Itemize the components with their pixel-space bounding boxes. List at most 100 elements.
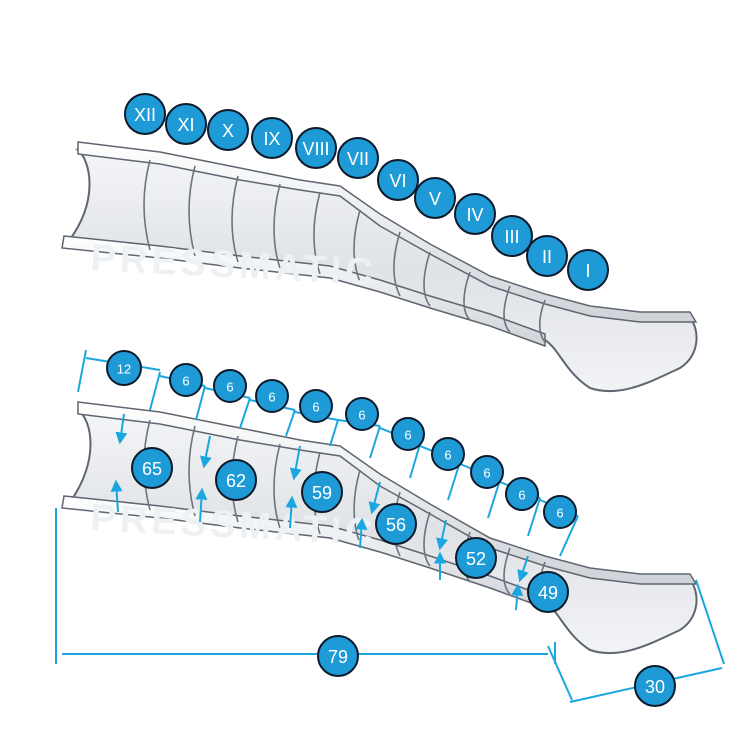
chamber-width-badge-7-circle bbox=[391, 417, 425, 451]
chamber-badge-v-circle bbox=[414, 177, 456, 219]
chamber-width-badge-11-circle bbox=[543, 495, 577, 529]
circumference-badge-1-circle bbox=[131, 447, 173, 489]
top-chamber-dividers bbox=[143, 159, 546, 343]
chamber-width-badge-3-label: 6 bbox=[226, 380, 233, 395]
foot-length-badge-label: 30 bbox=[645, 677, 665, 697]
total-length-badge-label: 79 bbox=[328, 647, 348, 667]
chamber-badge-ii-label: II bbox=[542, 247, 552, 267]
chamber-badge-iv-label: IV bbox=[466, 205, 483, 225]
top-garment-lower-rim bbox=[61, 235, 546, 348]
foot-length-badge-circle bbox=[634, 665, 676, 707]
chamber-badge-ix: IX bbox=[251, 117, 293, 159]
circumference-badge-1: 65 bbox=[131, 447, 173, 489]
chamber-badge-xi-label: XI bbox=[177, 115, 194, 135]
chamber-badge-i: I bbox=[567, 249, 609, 291]
chamber-badge-v-label: V bbox=[429, 189, 441, 209]
chamber-width-badge-9-circle bbox=[470, 455, 504, 489]
chamber-badge-iii-label: III bbox=[504, 227, 519, 247]
chamber-badge-xii-label: XII bbox=[134, 105, 156, 125]
chamber-width-badge-6-label: 6 bbox=[358, 408, 365, 423]
chamber-badge-vii-label: VII bbox=[347, 149, 369, 169]
pressure-flow-arrows bbox=[110, 413, 529, 611]
chamber-width-badge-3-circle bbox=[213, 369, 247, 403]
chamber-width-badge-5-circle bbox=[299, 389, 333, 423]
circumference-badge-2-circle bbox=[215, 459, 257, 501]
chamber-badge-viii-label: VIII bbox=[302, 139, 329, 159]
chamber-badge-iii: III bbox=[491, 215, 533, 257]
chamber-badge-x-circle bbox=[207, 109, 249, 151]
foot-length-badge: 30 bbox=[634, 665, 676, 707]
chamber-width-badge-10-circle bbox=[505, 477, 539, 511]
chamber-badge-viii-circle bbox=[295, 127, 337, 169]
chamber-badge-x: X bbox=[207, 109, 249, 151]
circumference-badge-4-label: 56 bbox=[386, 515, 406, 535]
chamber-badge-xi: XI bbox=[165, 103, 207, 145]
chamber-badge-iii-circle bbox=[491, 215, 533, 257]
chamber-badge-xii: XII bbox=[124, 93, 166, 135]
chamber-badge-vi: VI bbox=[377, 159, 419, 201]
circumference-badge-6: 49 bbox=[527, 571, 569, 613]
chamber-badge-vi-label: VI bbox=[389, 171, 406, 191]
chamber-width-badge-9: 6 bbox=[470, 455, 504, 489]
chamber-width-badge-7-label: 6 bbox=[404, 428, 411, 443]
chamber-width-badge-7: 6 bbox=[391, 417, 425, 451]
chamber-badge-ix-circle bbox=[251, 117, 293, 159]
chamber-width-badge-2-label: 6 bbox=[182, 374, 189, 389]
circumference-badge-3-circle bbox=[301, 471, 343, 513]
chamber-badge-i-label: I bbox=[585, 261, 590, 281]
circumference-badge-2: 62 bbox=[215, 459, 257, 501]
chamber-width-badge-9-label: 6 bbox=[483, 466, 490, 481]
chamber-badge-ix-label: IX bbox=[263, 129, 280, 149]
circumference-badge-5: 52 bbox=[455, 537, 497, 579]
chamber-width-badge-10-label: 6 bbox=[518, 488, 525, 503]
chamber-width-badge-11-label: 6 bbox=[556, 506, 563, 521]
chamber-badge-vii-circle bbox=[337, 137, 379, 179]
circumference-badge-1-label: 65 bbox=[142, 459, 162, 479]
chamber-badge-v: V bbox=[414, 177, 456, 219]
chamber-width-badge-8-label: 6 bbox=[444, 448, 451, 463]
chamber-width-badge-10: 6 bbox=[505, 477, 539, 511]
chamber-width-badge-6: 6 bbox=[345, 397, 379, 431]
overall-dimension-lines bbox=[55, 508, 725, 703]
circumference-badge-6-circle bbox=[527, 571, 569, 613]
chamber-badge-xii-circle bbox=[124, 93, 166, 135]
chamber-width-badge-5-label: 6 bbox=[312, 400, 319, 415]
chamber-badge-xi-circle bbox=[165, 103, 207, 145]
chamber-width-badge-2: 6 bbox=[169, 363, 203, 397]
chamber-width-badge-11: 6 bbox=[543, 495, 577, 529]
chamber-width-badge-4-circle bbox=[255, 379, 289, 413]
top-garment-upper-rim bbox=[77, 141, 698, 323]
chamber-width-badge-1-label: 12 bbox=[117, 362, 131, 377]
chamber-width-badge-4: 6 bbox=[255, 379, 289, 413]
circumference-badge-4-circle bbox=[375, 503, 417, 545]
chamber-badge-iv-circle bbox=[454, 193, 496, 235]
chamber-badge-ii: II bbox=[526, 235, 568, 277]
foot-length-left-tick bbox=[547, 645, 573, 701]
chamber-width-badge-1: 12 bbox=[106, 350, 142, 386]
chamber-badge-vii: VII bbox=[337, 137, 379, 179]
chamber-width-badge-5: 6 bbox=[299, 389, 333, 423]
chamber-badge-vi-circle bbox=[377, 159, 419, 201]
circumference-badge-6-label: 49 bbox=[538, 583, 558, 603]
total-length-badge-circle bbox=[317, 635, 359, 677]
chamber-width-badge-6-circle bbox=[345, 397, 379, 431]
chamber-width-badge-4-label: 6 bbox=[268, 390, 275, 405]
circumference-badge-2-label: 62 bbox=[226, 471, 246, 491]
circumference-badge-5-label: 52 bbox=[466, 549, 486, 569]
circumference-badge-4: 56 bbox=[375, 503, 417, 545]
circumference-badge-3: 59 bbox=[301, 471, 343, 513]
chamber-badge-i-circle bbox=[567, 249, 609, 291]
total-length-badge: 79 bbox=[317, 635, 359, 677]
chamber-badge-x-label: X bbox=[222, 121, 234, 141]
chamber-badge-iv: IV bbox=[454, 193, 496, 235]
circumference-badge-3-label: 59 bbox=[312, 483, 332, 503]
chamber-width-badge-2-circle bbox=[169, 363, 203, 397]
chamber-width-badge-3: 6 bbox=[213, 369, 247, 403]
chamber-width-badge-8: 6 bbox=[431, 437, 465, 471]
circumference-badges: 65 62 59 56 52 49 bbox=[131, 447, 569, 613]
overall-dimension-badges: 79 30 bbox=[317, 635, 676, 707]
chamber-width-badges: 12 6 6 6 6 6 6 6 6 6 6 bbox=[106, 350, 577, 529]
foot-length-right-tick bbox=[695, 579, 725, 665]
